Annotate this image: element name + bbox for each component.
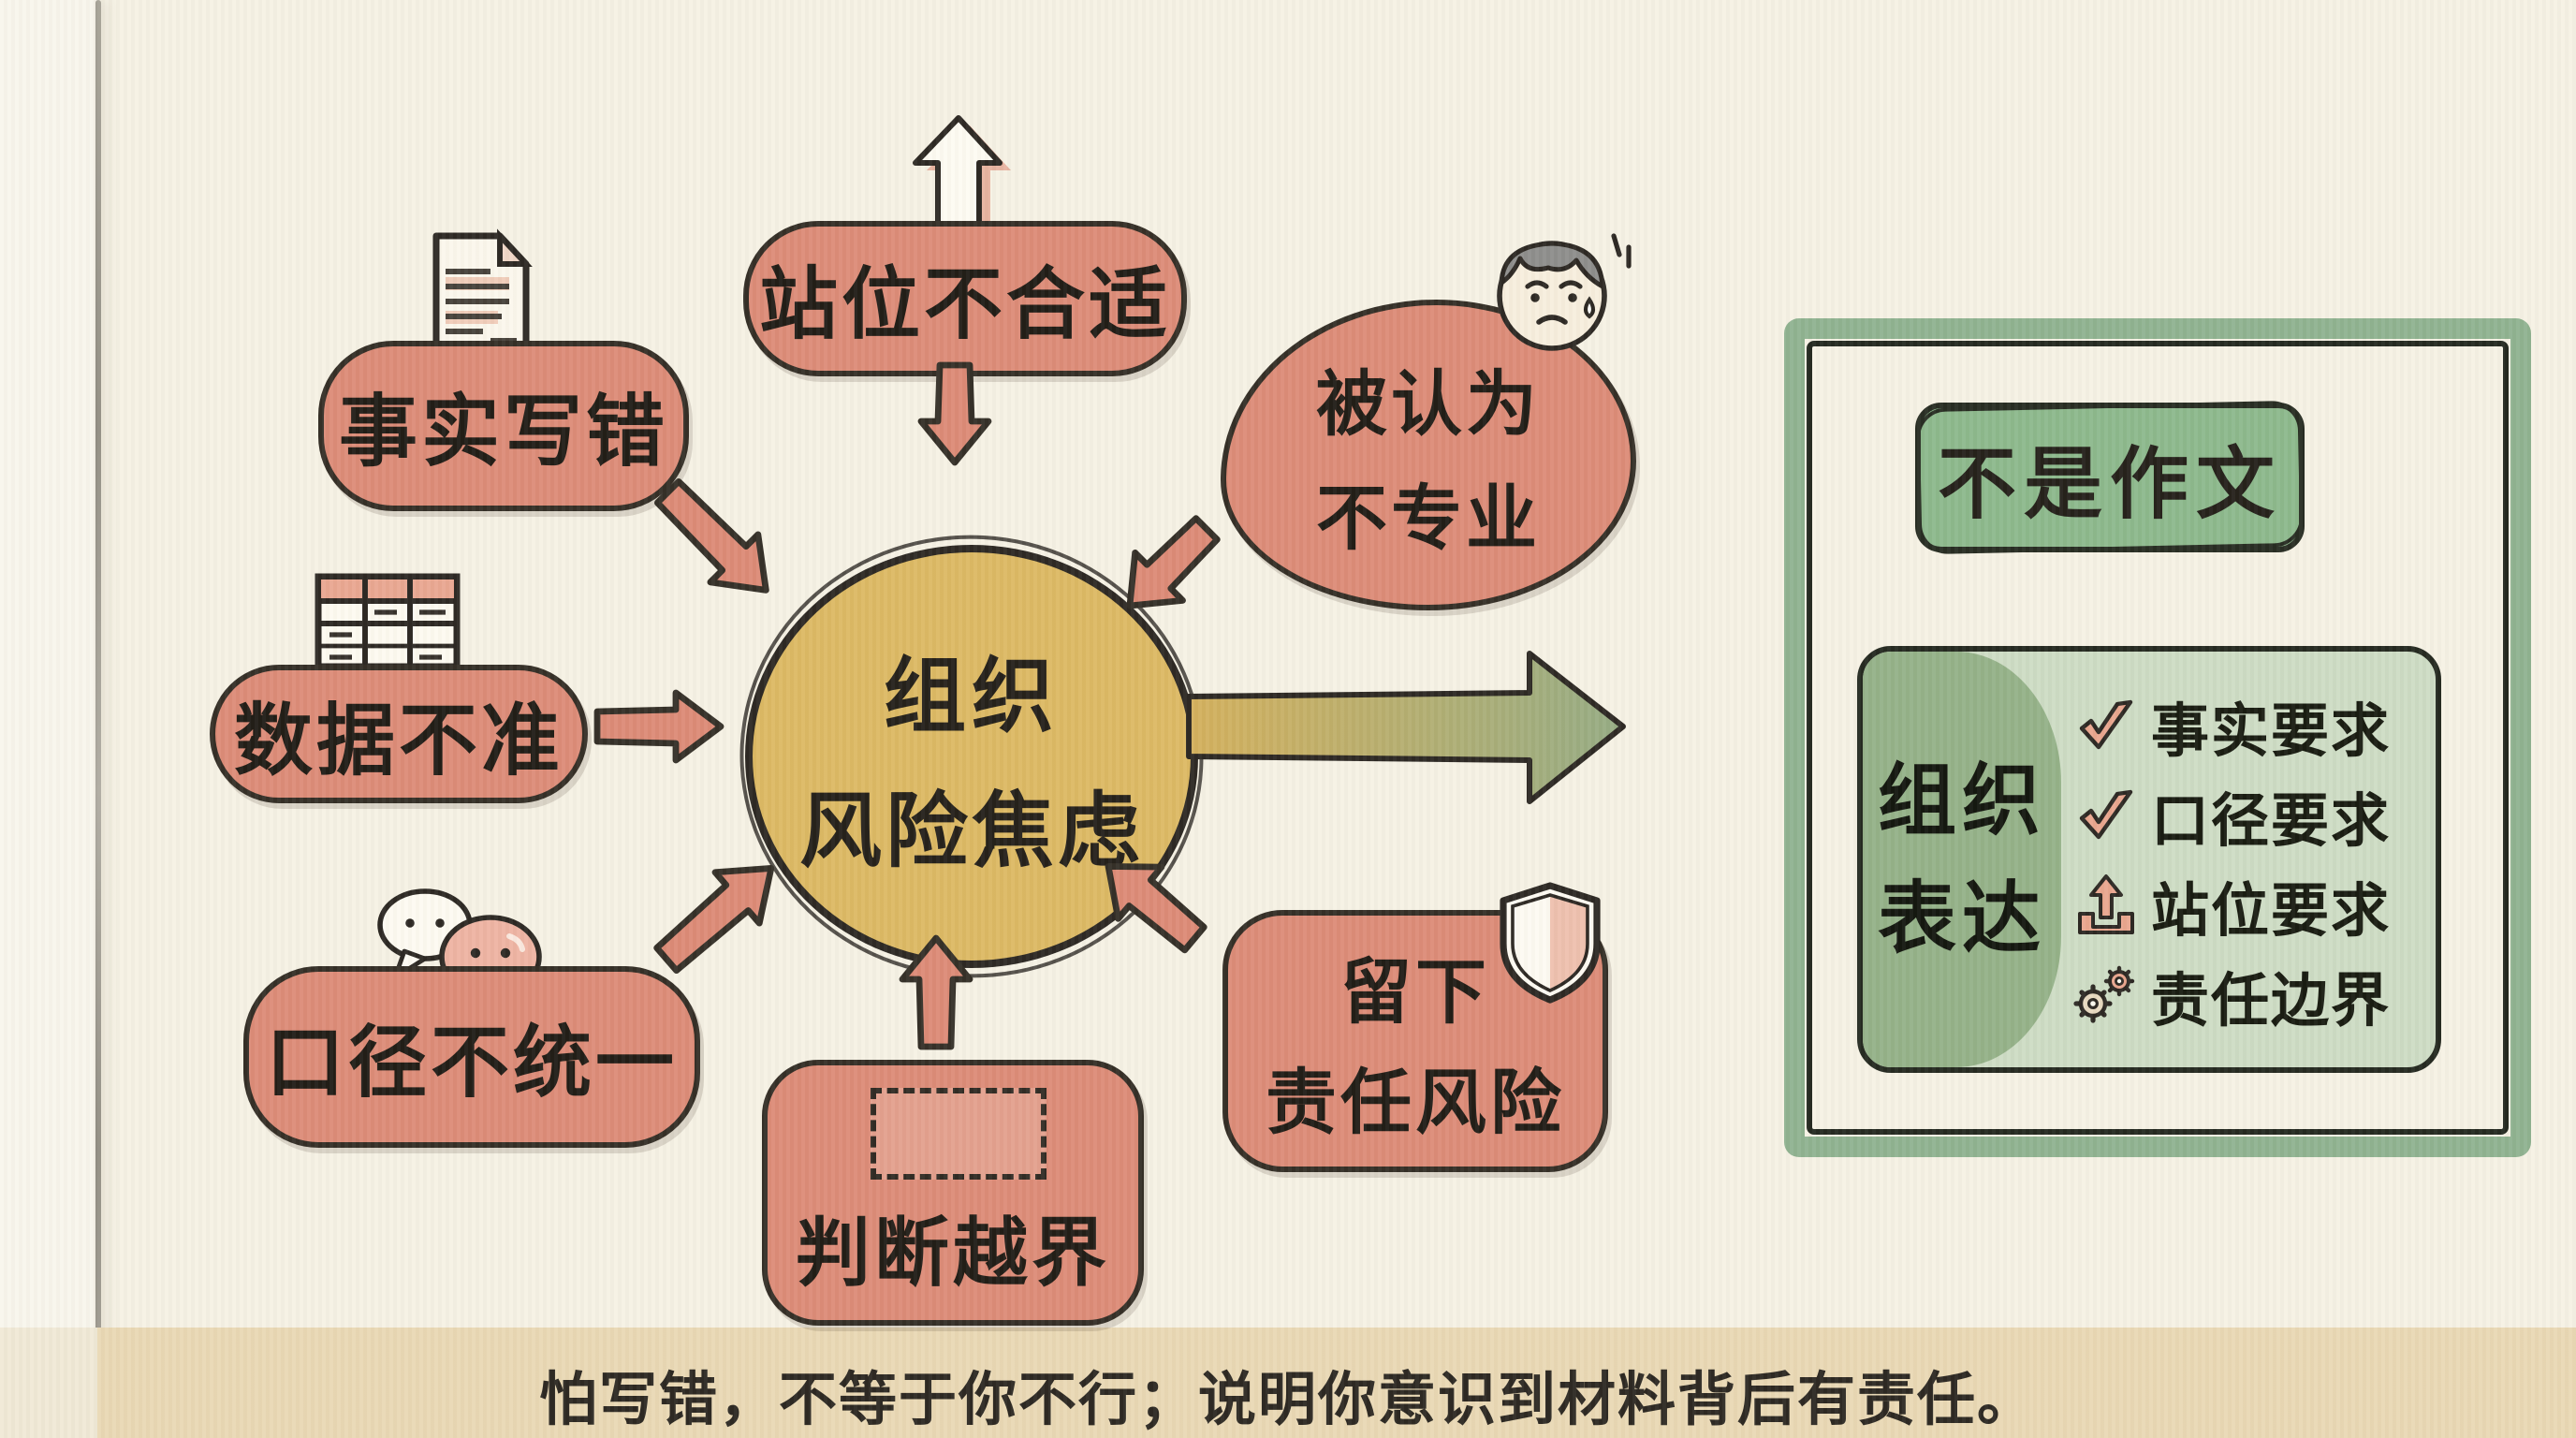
table-icon <box>315 573 461 670</box>
dashed-box-icon <box>871 1088 1046 1180</box>
source-responsibility-risk-line1: 留下 <box>1339 955 1490 1034</box>
source-position-unsuitable: 站位不合适 <box>743 221 1187 376</box>
arrow-data-to-center <box>593 689 724 764</box>
document-icon <box>427 228 535 363</box>
checklist-item-boundary-label: 责任边界 <box>2151 967 2391 1033</box>
source-fact-error: 事实写错 <box>318 341 689 511</box>
bottom-caption-band <box>0 1328 2576 1438</box>
check-icon <box>2072 781 2140 848</box>
source-responsibility-risk-line2: 责任风险 <box>1265 1065 1565 1144</box>
result-checklist: 事实要求 口径要求 站位要求 <box>2061 652 2436 1067</box>
bottom-band-margin <box>0 1328 97 1438</box>
checklist-item-caliber: 口径要求 <box>2072 770 2436 859</box>
worried-face-icon <box>1490 225 1636 360</box>
arrow-center-to-result <box>1186 644 1632 813</box>
checklist-item-caliber-label: 口径要求 <box>2151 787 2391 853</box>
check-icon <box>2072 691 2140 758</box>
arrow-fact-to-center <box>639 463 796 620</box>
source-judgement-overstep: 判断越界 <box>762 1060 1144 1326</box>
result-frame <box>1784 318 2531 1157</box>
source-caliber-inconsistent-label: 口径不统一 <box>265 1019 678 1107</box>
bottom-caption: 怕写错，不等于你不行；说明你意识到材料背后有责任。 <box>539 1367 2037 1432</box>
arrow-unprofessional-to-center <box>1101 500 1236 635</box>
result-subject-line1: 组织 <box>1877 756 2046 844</box>
arrow-position-to-center <box>917 361 992 466</box>
center-line1: 组织 <box>884 652 1060 743</box>
upload-icon <box>2072 871 2140 938</box>
checklist-item-fact-label: 事实要求 <box>2151 697 2391 763</box>
source-fact-error-label: 事实写错 <box>338 388 668 476</box>
result-subject: 组织 表达 <box>1863 652 2061 1067</box>
checklist-item-position: 站位要求 <box>2072 859 2436 949</box>
shield-icon <box>1492 880 1608 1007</box>
result-panel: 组织 表达 事实要求 口径要求 <box>1857 646 2441 1073</box>
checklist-item-position-label: 站位要求 <box>2151 877 2391 943</box>
gears-icon <box>2072 961 2140 1028</box>
source-data-inaccurate: 数据不准 <box>210 665 588 803</box>
source-seen-unprofessional-line2: 不专业 <box>1315 481 1541 560</box>
source-data-inaccurate-label: 数据不准 <box>233 696 564 784</box>
result-title: 不是作文 <box>1937 439 2282 527</box>
arrow-judge-to-center <box>899 934 973 1050</box>
source-caliber-inconsistent: 口径不统一 <box>243 966 700 1148</box>
source-position-unsuitable-label: 站位不合适 <box>758 260 1171 348</box>
page-left-margin <box>0 0 97 1438</box>
checklist-item-fact: 事实要求 <box>2072 680 2436 770</box>
result-title-box: 不是作文 <box>1915 403 2305 552</box>
arrow-responsibility-to-center <box>1081 835 1221 970</box>
page-crease-line <box>95 0 101 1438</box>
center-line2: 风险焦虑 <box>799 786 1144 878</box>
arrow-caliber-to-center <box>639 838 798 990</box>
source-judgement-overstep-label: 判断越界 <box>796 1213 1110 1296</box>
result-subject-line2: 表达 <box>1877 874 2046 962</box>
source-seen-unprofessional-line1: 被认为 <box>1315 367 1541 446</box>
checklist-item-boundary: 责任边界 <box>2072 949 2436 1039</box>
source-seen-unprofessional: 被认为 不专业 <box>1221 300 1636 610</box>
